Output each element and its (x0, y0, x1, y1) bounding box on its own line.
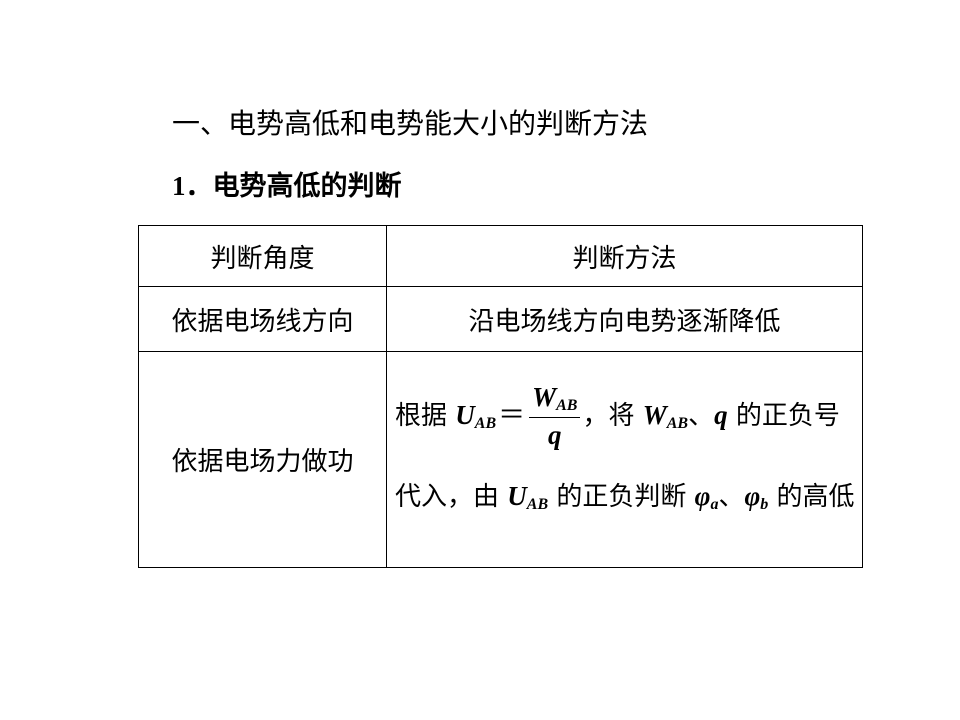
header-method: 判断方法 (386, 225, 863, 287)
subsection-text: 电势高低的判断 (212, 171, 402, 202)
subsection-number: 1． (172, 171, 213, 201)
judgment-table: 判断角度 判断方法 依据电场线方向 沿电场线方向电势逐渐降低 依据电场力做功 根… (138, 225, 863, 568)
symbol-u-ab: UAB (455, 399, 497, 432)
equals-sign: ＝ (498, 399, 526, 430)
text: 的正负号代入，由 (395, 400, 840, 512)
row2-angle: 依据电场力做功 (138, 351, 387, 568)
text: 的高低 (768, 481, 855, 512)
text: 、 (718, 481, 745, 512)
symbol-u-ab: UAB (507, 480, 549, 513)
section-title: 一、电势高低和电势能大小的判断方法 (172, 107, 649, 140)
subsection-title: 1．电势高低的判断 (172, 162, 402, 211)
row1-method: 沿电场线方向电势逐渐降低 (386, 286, 863, 352)
text: 、 (688, 400, 715, 431)
header-angle: 判断角度 (138, 225, 387, 287)
symbol-q: q (714, 399, 728, 430)
text: 的正负判断 (548, 481, 695, 512)
fraction-numerator: WAB (529, 384, 581, 418)
table-row: 依据电场线方向 沿电场线方向电势逐渐降低 (138, 286, 863, 352)
row1-angle: 依据电场线方向 (138, 286, 387, 352)
symbol-phi-b: φb (744, 480, 769, 513)
text: ，将 (582, 400, 643, 431)
text: 根据 (395, 400, 456, 431)
table-header-row: 判断角度 判断方法 (138, 225, 863, 287)
fraction-denominator: q (548, 420, 562, 450)
symbol-phi-a: φa (694, 480, 719, 513)
symbol-w-ab: WAB (642, 399, 689, 432)
